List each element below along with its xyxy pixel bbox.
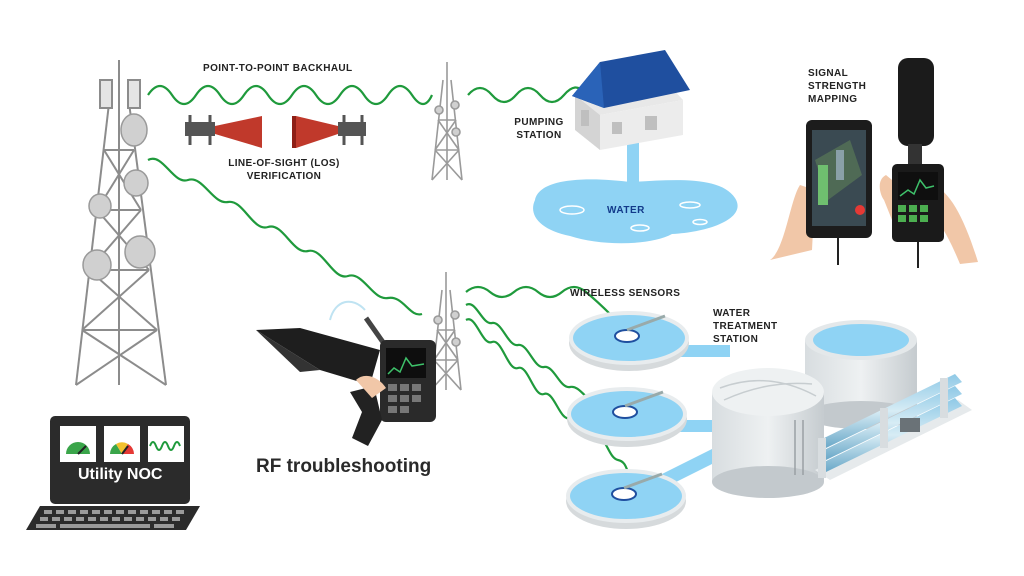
gauge-icon [66,442,90,455]
main-cell-tower-icon [75,60,167,386]
sensor-wave-1 [465,285,627,328]
laptop-icon [26,416,200,530]
backhaul-wave [147,84,434,106]
tower-to-relay-wave [147,157,423,316]
signal-label-line3: MAPPING [808,94,858,105]
tablet-icon [770,120,872,265]
treatment-label-line3: STATION [713,334,759,345]
signal-meter-icon [879,58,978,268]
color-gauge-icon [110,442,134,455]
pumping-wave [467,86,585,104]
horn-antenna-icon [185,115,366,148]
water-pool [533,179,738,244]
treatment-label-line2: TREATMENT [713,321,778,332]
los-label-line1: LINE-OF-SIGHT (LoS) [228,158,340,169]
water-label: WATER [607,205,645,216]
waveform-icon [149,441,181,451]
utility-noc-label: Utility NOC [78,466,163,483]
rf-troubleshooting-label: RF troubleshooting [256,456,432,477]
filter-rack-icon [815,374,972,480]
signal-waves [147,84,633,479]
relay-tower-icon [431,62,463,181]
treatment-station-label: WATER TREATMENT STATION [713,307,778,346]
treatment-label-line1: WATER [713,308,751,319]
wireless-sensors-label: WIRELESS SENSORS [570,288,681,299]
clarifier-tanks [566,311,730,529]
microwave-dish-icon [82,113,156,281]
signal-label-line2: STRENGTH [808,81,867,92]
spectrum-analyzer-icon [256,300,436,446]
los-label-line2: VERIFICATION [246,171,322,182]
backhaul-label: POINT-TO-POINT BACKHAUL [203,63,353,74]
pumping-label-line2: STATION [516,130,562,141]
pumping-station-label: PUMPING STATION [504,116,574,142]
los-label: LINE-OF-SIGHT (LoS) VERIFICATION [222,157,346,183]
pumping-label-line1: PUMPING [514,117,564,128]
house-icon [572,50,690,190]
signal-label-line1: SIGNAL [808,68,849,79]
water-ripples [559,201,708,232]
sensor-wave-3 [465,318,633,479]
signal-mapping-label: SIGNAL STRENGTH MAPPING [808,67,866,106]
